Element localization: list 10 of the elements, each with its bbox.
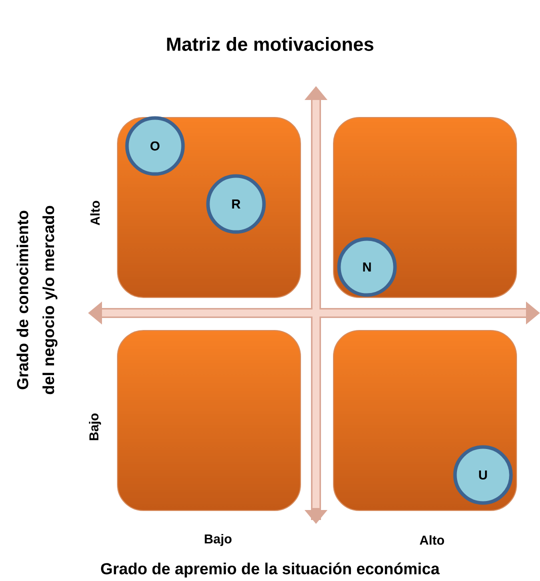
title: Matriz de motivaciones [167,37,374,51]
axis-title: Grado de apremio de la situación económica [101,562,440,578]
axis-label: Alto [420,535,444,545]
quadrant-box [333,117,517,298]
quadrant-box [117,330,301,511]
axis-label: Alto [90,200,100,226]
axis-title: Grado de conocimiento del negocio y/o mercado [16,206,58,394]
quadrant-box [333,330,517,511]
axis-label: Bajo [88,413,102,440]
axis-label: Bajo [204,534,232,546]
